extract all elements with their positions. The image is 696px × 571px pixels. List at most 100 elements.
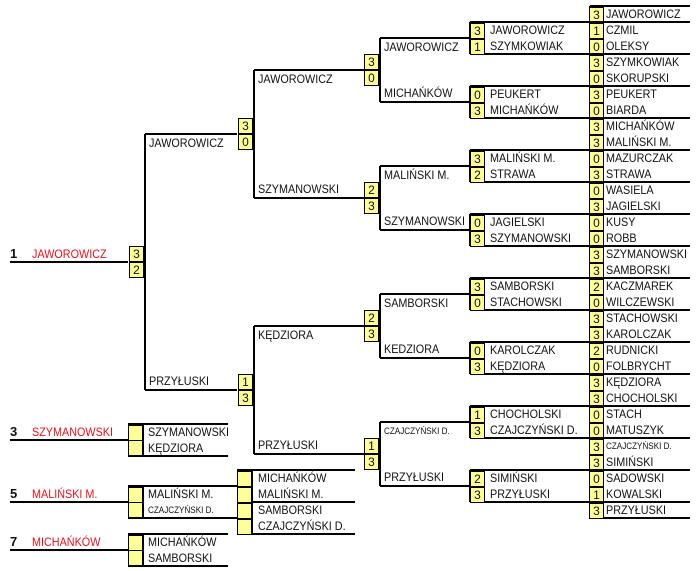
round1-player: SZYMANOWSKI <box>606 247 688 261</box>
placement-rank: 7 <box>10 534 18 549</box>
bracket-line <box>470 149 690 151</box>
round3-score: 3 <box>364 454 379 470</box>
round1-player: SIMIŃSKI <box>606 455 654 469</box>
round1-player: CZMIL <box>606 23 639 37</box>
bracket-line <box>128 423 228 425</box>
round1-score: 1 <box>589 487 604 503</box>
semifinal-score: 3 <box>129 246 144 262</box>
bracket-line <box>10 549 128 551</box>
places5to8-player: MALIŃSKI M. <box>258 487 324 501</box>
round2-score: 3 <box>470 151 485 167</box>
bracket-line <box>470 373 690 375</box>
bracket-line <box>253 326 255 454</box>
bracket-line <box>380 485 470 487</box>
round3-score: 2 <box>364 182 379 198</box>
round3-player: SAMBORSKI <box>384 296 449 310</box>
bracket-line <box>380 37 470 39</box>
round2-player: SZYMANOWSKI <box>490 231 572 245</box>
round4-player: SZYMANOWSKI <box>258 182 340 196</box>
bracket-line <box>145 389 237 391</box>
round1-player: SZYMKOWIAK <box>606 55 680 69</box>
round1-score: 3 <box>589 55 604 71</box>
round3-score: 3 <box>364 326 379 342</box>
round3-score: 2 <box>364 310 379 326</box>
round4-score: 0 <box>238 134 253 150</box>
placement-rank: 3 <box>10 424 18 439</box>
bracket-line <box>128 485 237 487</box>
placement-score-box <box>237 487 252 503</box>
round3-player: PRZYŁUSKI <box>384 470 445 484</box>
round2-player: KĘDZIORA <box>490 359 546 373</box>
round1-score: 2 <box>589 279 604 295</box>
round1-player: MAZURCZAK <box>606 151 674 165</box>
round3-player: KEDZIORA <box>384 342 440 356</box>
round4-player: PRZYŁUSKI <box>258 438 319 452</box>
bracket-line <box>470 341 690 343</box>
round1-score: 3 <box>589 375 604 391</box>
round1-score: 3 <box>589 263 604 279</box>
bracket-line <box>470 117 690 119</box>
bracket-line <box>253 70 255 198</box>
placement-player: SZYMANOWSKI <box>148 425 230 439</box>
bracket-line <box>470 53 690 55</box>
round4-player: JAWOROWICZ <box>258 72 333 86</box>
round2-score: 0 <box>470 215 485 231</box>
bracket-line <box>237 501 355 503</box>
round2-player: STACHOWSKI <box>490 295 562 309</box>
round2-player: PRZYŁUSKI <box>490 487 551 501</box>
placement-score-box <box>237 471 252 487</box>
round2-score: 3 <box>470 231 485 247</box>
bracket-line <box>251 470 253 534</box>
round1-player: MICHAŃKÓW <box>606 119 675 133</box>
bracket-line <box>380 101 470 103</box>
bracket-line <box>470 309 690 311</box>
round2-player: KAROLCZAK <box>490 343 556 357</box>
placement-name: MICHAŃKÓW <box>32 535 101 549</box>
round1-player: OLEKSY <box>606 39 650 53</box>
round2-score: 3 <box>470 423 485 439</box>
round3-player: MALIŃSKI M. <box>384 168 450 182</box>
round1-player: SKORUPSKI <box>606 71 670 85</box>
round2-player: SIMIŃSKI <box>490 471 538 485</box>
round1-player: KACZMAREK <box>606 279 674 293</box>
round1-player: PEUKERT <box>606 87 657 101</box>
round2-score: 3 <box>470 23 485 39</box>
round1-score: 2 <box>589 343 604 359</box>
round2-player: SZYMKOWIAK <box>490 39 564 53</box>
round3-player: SZYMANOWSKI <box>384 214 466 228</box>
bracket-line <box>10 261 128 263</box>
round1-score: 3 <box>589 503 604 519</box>
bracket-line <box>237 533 355 535</box>
bracket-line <box>237 469 355 471</box>
bracket-line <box>254 453 364 455</box>
semifinal-player: JAWOROWICZ <box>149 136 224 150</box>
bracket-line <box>128 565 228 567</box>
round2-score: 0 <box>470 343 485 359</box>
bracket-line <box>10 439 128 441</box>
bracket-line <box>470 181 690 183</box>
semifinal-player: PRZYŁUSKI <box>149 374 210 388</box>
bracket-line <box>254 197 364 199</box>
round1-player: WILCZEWSKI <box>606 295 675 309</box>
champion-name: JAWOROWICZ <box>32 247 107 261</box>
round1-score: 3 <box>589 87 604 103</box>
bracket-line <box>254 69 364 71</box>
round1-player: MATUSZYK <box>606 423 665 437</box>
round2-score: 3 <box>470 279 485 295</box>
round1-player: FOLBRYCHT <box>606 359 672 373</box>
bracket-line <box>379 294 381 358</box>
bracket-line <box>470 213 690 215</box>
round2-player: PEUKERT <box>490 87 541 101</box>
placement-score-box <box>128 535 143 551</box>
placement-score-box <box>237 519 252 535</box>
bracket-line <box>590 517 690 519</box>
round1-player: KUSY <box>606 215 636 229</box>
bracket-line <box>470 437 690 439</box>
round1-score: 0 <box>589 215 604 231</box>
round2-score: 0 <box>470 295 485 311</box>
round2-player: MICHAŃKÓW <box>490 103 559 117</box>
round1-player: STRAWA <box>606 167 652 181</box>
placement-player: SAMBORSKI <box>148 551 213 565</box>
placement-player: MICHAŃKÓW <box>148 535 217 549</box>
